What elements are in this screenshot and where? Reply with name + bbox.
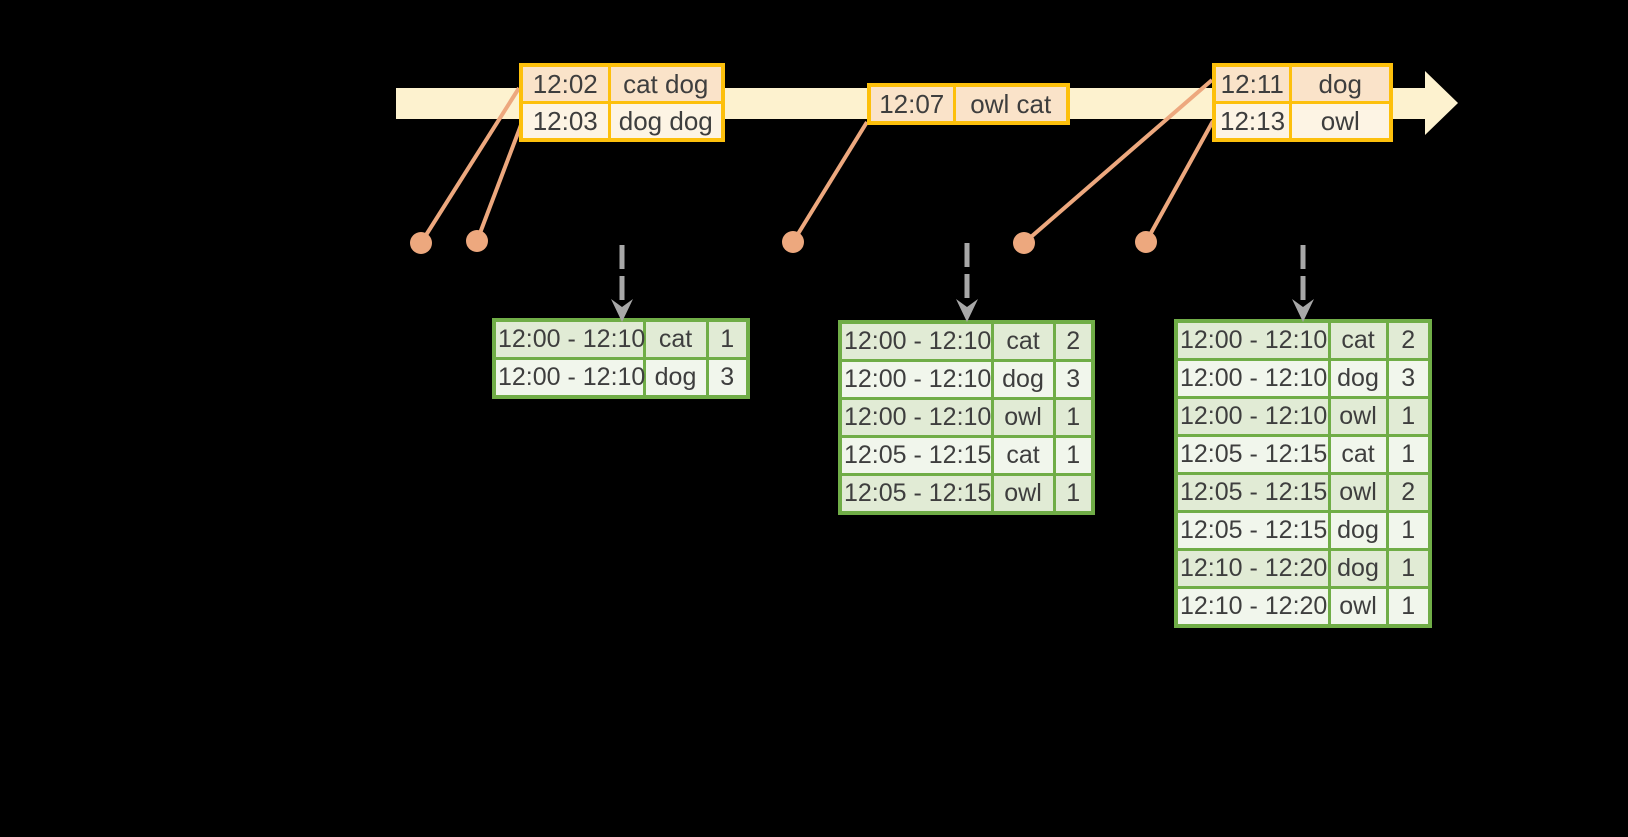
word-cell: dog bbox=[990, 359, 1056, 400]
table-row: 12:10 - 12:20 owl 1 bbox=[1174, 586, 1432, 628]
table-row: 12:00 - 12:10 cat 2 bbox=[1174, 319, 1432, 361]
count-cell: 1 bbox=[1385, 586, 1432, 628]
word-cell: dog bbox=[1327, 358, 1389, 399]
word-cell: owl bbox=[1327, 472, 1389, 513]
window-cell: 12:05 - 12:15 bbox=[1174, 510, 1331, 551]
word-cell: dog bbox=[1327, 548, 1389, 589]
word-cell: dog bbox=[642, 357, 709, 399]
table-row: 12:00 - 12:10 dog 3 bbox=[492, 357, 750, 399]
window-cell: 12:00 - 12:10 bbox=[838, 359, 994, 400]
window-cell: 12:00 - 12:10 bbox=[838, 320, 994, 362]
event-words-cell: dog dog bbox=[607, 101, 725, 142]
word-cell: dog bbox=[1327, 510, 1389, 551]
event-time-dot bbox=[466, 230, 488, 252]
table-row: 12:05 - 12:15 owl 1 bbox=[838, 473, 1095, 515]
count-cell: 1 bbox=[1385, 548, 1432, 589]
count-cell: 1 bbox=[1052, 435, 1095, 476]
word-cell: owl bbox=[1327, 586, 1389, 628]
word-cell: cat bbox=[990, 320, 1056, 362]
event-box-1211: 12:11 dog 12:13 owl bbox=[1212, 63, 1393, 142]
event-row: 12:13 owl bbox=[1212, 101, 1393, 142]
event-words-cell: cat dog bbox=[607, 63, 725, 104]
event-words-cell: owl bbox=[1288, 101, 1393, 142]
event-words-cell: dog bbox=[1288, 63, 1393, 104]
event-time-cell: 12:11 bbox=[1212, 63, 1292, 104]
table-row: 12:00 - 12:10 cat 1 bbox=[492, 318, 750, 360]
event-time-dot bbox=[410, 232, 432, 254]
event-connector-line bbox=[791, 120, 869, 244]
window-cell: 12:10 - 12:20 bbox=[1174, 548, 1331, 589]
count-cell: 1 bbox=[1052, 397, 1095, 438]
window-cell: 12:05 - 12:15 bbox=[838, 473, 994, 515]
table-row: 12:00 - 12:10 owl 1 bbox=[838, 397, 1095, 438]
table-row: 12:05 - 12:15 cat 1 bbox=[1174, 434, 1432, 475]
event-box-1202: 12:02 cat dog 12:03 dog dog bbox=[519, 63, 725, 142]
table-row: 12:10 - 12:20 dog 1 bbox=[1174, 548, 1432, 589]
count-cell: 1 bbox=[1385, 510, 1432, 551]
count-cell: 1 bbox=[705, 318, 750, 360]
word-cell: owl bbox=[990, 473, 1056, 515]
count-cell: 3 bbox=[1052, 359, 1095, 400]
word-cell: owl bbox=[990, 397, 1056, 438]
trigger-arrow-head-icon bbox=[956, 299, 978, 322]
event-connector-line bbox=[419, 86, 521, 245]
event-box-1207: 12:07 owl cat bbox=[867, 83, 1070, 125]
window-cell: 12:05 - 12:15 bbox=[838, 435, 994, 476]
window-cell: 12:00 - 12:10 bbox=[1174, 358, 1331, 399]
result-table-2: 12:00 - 12:10 cat 2 12:00 - 12:10 dog 3 … bbox=[838, 320, 1095, 515]
event-time-dot bbox=[1013, 232, 1035, 254]
count-cell: 2 bbox=[1385, 319, 1432, 361]
count-cell: 3 bbox=[705, 357, 750, 399]
word-cell: cat bbox=[1327, 434, 1389, 475]
table-row: 12:05 - 12:15 owl 2 bbox=[1174, 472, 1432, 513]
table-row: 12:00 - 12:10 dog 3 bbox=[1174, 358, 1432, 399]
result-table-3: 12:00 - 12:10 cat 2 12:00 - 12:10 dog 3 … bbox=[1174, 319, 1432, 628]
window-cell: 12:00 - 12:10 bbox=[492, 318, 646, 360]
event-row: 12:11 dog bbox=[1212, 63, 1393, 104]
window-cell: 12:05 - 12:15 bbox=[1174, 434, 1331, 475]
event-time-dot bbox=[782, 231, 804, 253]
count-cell: 1 bbox=[1385, 396, 1432, 437]
event-time-cell: 12:13 bbox=[1212, 101, 1292, 142]
table-row: 12:05 - 12:15 dog 1 bbox=[1174, 510, 1432, 551]
event-row: 12:03 dog dog bbox=[519, 101, 725, 142]
window-cell: 12:00 - 12:10 bbox=[1174, 319, 1331, 361]
window-cell: 12:00 - 12:10 bbox=[838, 397, 994, 438]
event-connector-line bbox=[1144, 120, 1215, 243]
count-cell: 1 bbox=[1385, 434, 1432, 475]
event-time-cell: 12:03 bbox=[519, 101, 611, 142]
event-time-dot bbox=[1135, 231, 1157, 253]
word-cell: cat bbox=[642, 318, 709, 360]
count-cell: 2 bbox=[1052, 320, 1095, 362]
window-cell: 12:00 - 12:10 bbox=[1174, 396, 1331, 437]
table-row: 12:00 - 12:10 dog 3 bbox=[838, 359, 1095, 400]
window-cell: 12:10 - 12:20 bbox=[1174, 586, 1331, 628]
table-row: 12:05 - 12:15 cat 1 bbox=[838, 435, 1095, 476]
word-cell: cat bbox=[1327, 319, 1389, 361]
count-cell: 1 bbox=[1052, 473, 1095, 515]
window-cell: 12:05 - 12:15 bbox=[1174, 472, 1331, 513]
table-row: 12:00 - 12:10 owl 1 bbox=[1174, 396, 1432, 437]
count-cell: 3 bbox=[1385, 358, 1432, 399]
event-connector-line bbox=[475, 124, 523, 242]
timeline-arrow-head bbox=[1425, 71, 1458, 135]
event-words-cell: owl cat bbox=[952, 83, 1070, 125]
window-cell: 12:00 - 12:10 bbox=[492, 357, 646, 399]
word-cell: cat bbox=[990, 435, 1056, 476]
event-row: 12:02 cat dog bbox=[519, 63, 725, 104]
event-time-cell: 12:07 bbox=[867, 83, 956, 125]
event-row: 12:07 owl cat bbox=[867, 83, 1070, 125]
count-cell: 2 bbox=[1385, 472, 1432, 513]
table-row: 12:00 - 12:10 cat 2 bbox=[838, 320, 1095, 362]
event-time-cell: 12:02 bbox=[519, 63, 611, 104]
result-table-1: 12:00 - 12:10 cat 1 12:00 - 12:10 dog 3 bbox=[492, 318, 750, 399]
word-cell: owl bbox=[1327, 396, 1389, 437]
